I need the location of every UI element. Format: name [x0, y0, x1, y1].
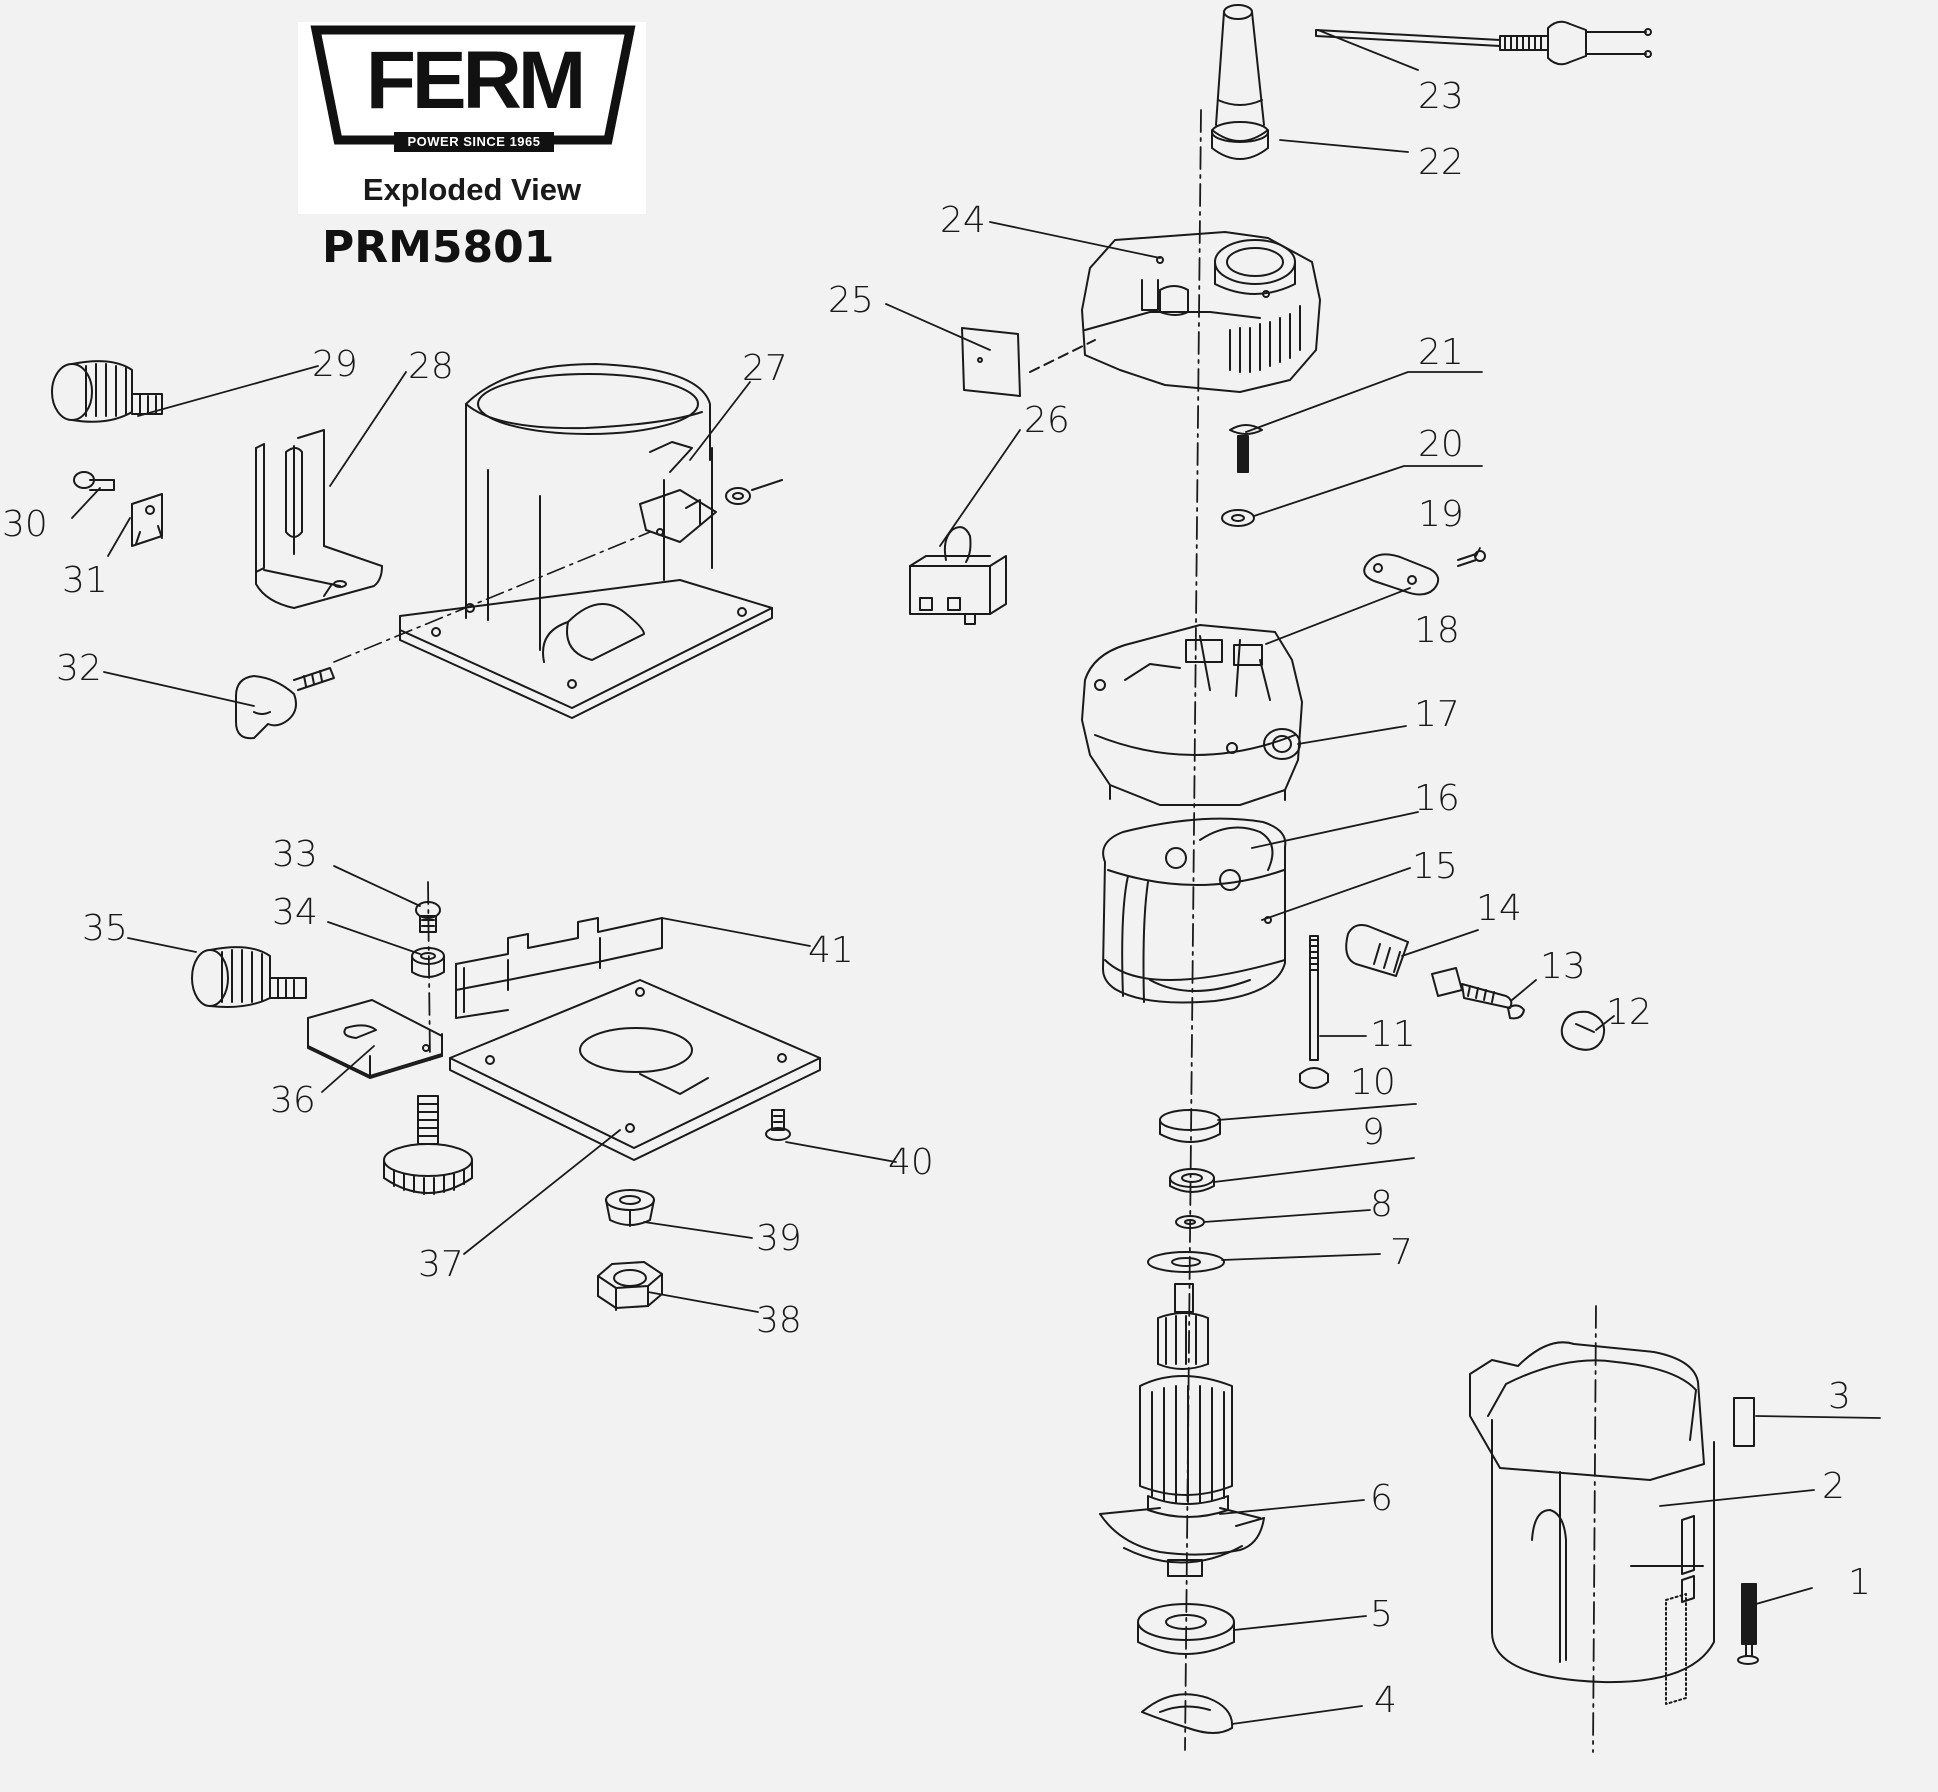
part-number-9: 9 [1362, 1112, 1385, 1153]
base-plate-part [449, 979, 821, 1161]
part-number-32: 32 [56, 648, 102, 689]
part-number-11: 11 [1370, 1014, 1416, 1055]
part-number-14: 14 [1476, 888, 1522, 929]
cord-clamp-part [1363, 553, 1440, 596]
part-number-15: 15 [1412, 846, 1458, 887]
screw-33-part [415, 901, 441, 933]
part-number-21: 21 [1418, 332, 1464, 373]
top-cover-part [1081, 231, 1321, 393]
part-number-25: 25 [828, 280, 874, 321]
bracket-part [255, 429, 383, 609]
screw-19-part [1457, 550, 1486, 567]
cord-sleeve-part [1211, 4, 1269, 160]
bearing-5-part [1137, 1603, 1235, 1655]
part-number-4: 4 [1374, 1680, 1397, 1721]
part-number-34: 34 [272, 892, 318, 933]
part-number-39: 39 [756, 1218, 802, 1259]
knob-29-part [51, 360, 163, 423]
knob-35-part [191, 946, 307, 1008]
screw-21-part [1229, 424, 1263, 473]
part-number-2: 2 [1822, 1466, 1845, 1507]
bearing-sleeve-part [1159, 1109, 1221, 1143]
washer-7-part [1147, 1251, 1225, 1273]
part-number-22: 22 [1418, 142, 1464, 183]
part-number-20: 20 [1418, 424, 1464, 465]
part-number-27: 27 [742, 348, 788, 389]
part-number-35: 35 [82, 908, 128, 949]
brush-holder-part [1345, 924, 1409, 977]
collet-part [605, 1189, 655, 1227]
part-number-19: 19 [1418, 494, 1464, 535]
clip-31-part [131, 493, 163, 547]
part-number-10: 10 [1350, 1062, 1396, 1103]
carbon-brush-part [1431, 967, 1525, 1020]
part-number-8: 8 [1370, 1184, 1393, 1225]
part-number-5: 5 [1370, 1594, 1393, 1635]
screw-40-part [765, 1109, 791, 1141]
ball-bearing-9-part [1169, 1168, 1215, 1193]
part-number-31: 31 [62, 560, 108, 601]
part-number-36: 36 [270, 1080, 316, 1121]
part-number-41: 41 [808, 930, 854, 971]
part-number-28: 28 [408, 346, 454, 387]
axis-line-32 [333, 531, 651, 663]
part-number-7: 7 [1390, 1232, 1413, 1273]
power-cord-part [1315, 20, 1652, 66]
armature-part [1099, 1283, 1265, 1577]
router-base-housing-part [399, 363, 783, 719]
brand-tagline: POWER SINCE 1965 [394, 132, 554, 152]
part-number-16: 16 [1414, 778, 1460, 819]
part-number-24: 24 [940, 200, 986, 241]
part-numbers: 1 2 3 4 5 6 7 8 9 10 11 12 13 14 15 16 1… [2, 76, 1871, 1721]
part-number-37: 37 [418, 1244, 464, 1285]
part-number-30: 30 [2, 504, 48, 545]
nut-34-part [411, 947, 445, 978]
part-number-12: 12 [1606, 992, 1652, 1033]
bracket-36-part [307, 999, 443, 1079]
screw-30-part [73, 471, 115, 491]
part-number-29: 29 [312, 344, 358, 385]
label-plate-part [961, 327, 1096, 397]
motor-housing-top-part [1081, 624, 1303, 806]
brand-logo: FERM POWER SINCE 1965 Exploded View [298, 22, 646, 214]
retaining-clip-part [1141, 1693, 1234, 1734]
part-number-33: 33 [272, 834, 318, 875]
long-bolt-part [1299, 935, 1329, 1089]
leader-lines [71, 29, 1881, 1725]
part-number-18: 18 [1414, 610, 1460, 651]
wing-screw-part [235, 667, 335, 740]
diagram-subtitle: Exploded View [362, 172, 582, 207]
brand-name: FERM [365, 35, 586, 126]
part-number-1: 1 [1848, 1562, 1871, 1603]
part-number-13: 13 [1540, 946, 1586, 987]
lower-housing-part [1469, 1341, 1715, 1705]
part-number-3: 3 [1828, 1376, 1851, 1417]
thumb-screw-part [383, 1095, 473, 1195]
brush-cap-part [1560, 1010, 1606, 1051]
guide-plate-part [455, 917, 663, 1019]
logo-shield-icon [310, 25, 636, 145]
part-number-38: 38 [756, 1300, 802, 1341]
nut-38-part [597, 1261, 663, 1311]
part-number-40: 40 [888, 1142, 934, 1183]
part-number-17: 17 [1414, 694, 1460, 735]
stator-part [1102, 817, 1287, 1004]
part-number-23: 23 [1418, 76, 1464, 117]
label-3-part [1733, 1397, 1755, 1447]
switch-part [909, 526, 1007, 625]
model-number: PRM5801 [322, 222, 555, 273]
part-number-6: 6 [1370, 1478, 1393, 1519]
screw-1-part [1737, 1583, 1759, 1665]
washer-20-part [1221, 509, 1255, 527]
part-number-26: 26 [1024, 400, 1070, 441]
